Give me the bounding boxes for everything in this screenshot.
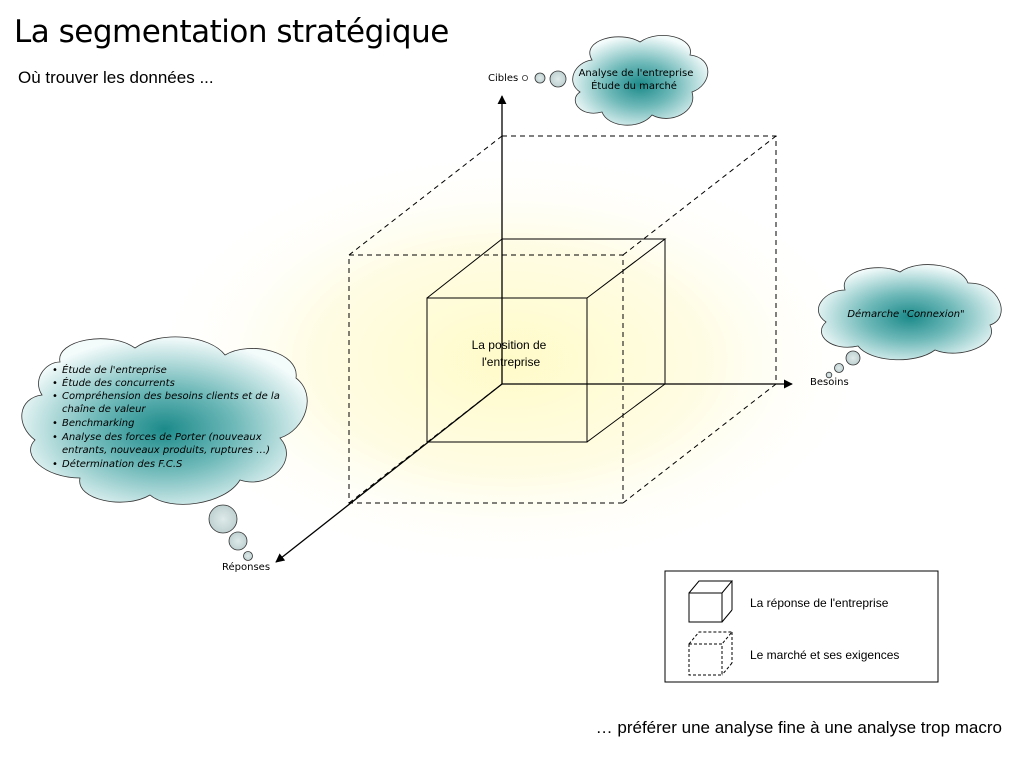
- cloud-top-line2: Étude du marché: [591, 79, 677, 92]
- legend-solid-label: La réponse de l'entreprise: [750, 596, 889, 610]
- cloud-left-item: Compréhension des besoins clients et de …: [62, 390, 280, 402]
- cloud-top-line1: Analyse de l'entreprise: [579, 68, 694, 79]
- axis-label-besoins: Besoins: [810, 377, 849, 388]
- slide-title: La segmentation stratégique: [14, 14, 449, 50]
- axes: [275, 95, 793, 563]
- axis-label-cibles: Cibles: [488, 73, 518, 84]
- axis-label-reponses: Réponses: [222, 561, 270, 573]
- cloud-left-item: Étude de l'entreprise: [62, 363, 167, 376]
- legend: La réponse de l'entreprise Le marché et …: [664, 570, 939, 683]
- cloud-top: Analyse de l'entreprise Étude du marché: [534, 34, 709, 126]
- cloud-left-bullet: •: [52, 418, 58, 429]
- company-position-label-line1: La position de: [472, 338, 547, 352]
- cloud-left-bullet: •: [52, 391, 58, 402]
- cloud-left-item: Analyse des forces de Porter (nouveaux: [61, 432, 262, 443]
- cloud-left-bullet: •: [52, 378, 58, 389]
- axis-reponses: [275, 383, 503, 563]
- cloud-right-text: Démarche "Connexion": [847, 308, 964, 320]
- legend-dashed-cube-icon: [688, 631, 734, 676]
- cloud-left-item: chaîne de valeur: [62, 403, 146, 415]
- footer-note: … préférer une analyse fine à une analys…: [595, 718, 1002, 737]
- cloud-left-item: entrants, nouveaux produits, ruptures …): [62, 445, 270, 456]
- cloud-left-item: Benchmarking: [62, 418, 134, 429]
- legend-dashed-label: Le marché et ses exigences: [750, 648, 899, 662]
- cloud-left-bullet: •: [52, 365, 58, 376]
- slide-subtitle: Où trouver les données ...: [18, 68, 214, 87]
- company-cube: [426, 238, 667, 443]
- company-position-label-line2: l'entreprise: [482, 355, 541, 369]
- cloud-left-item: Détermination des F.C.S: [62, 458, 183, 470]
- cloud-left: • Étude de l'entreprise • Étude des conc…: [21, 336, 308, 561]
- cloud-left-item: Étude des concurrents: [62, 376, 175, 389]
- cloud-left-bullet: •: [52, 459, 58, 470]
- thought-dot: [522, 75, 529, 82]
- cloud-left-bullet: •: [52, 432, 58, 443]
- cloud-right: Démarche "Connexion": [818, 264, 1002, 379]
- legend-solid-cube-icon: [688, 580, 734, 623]
